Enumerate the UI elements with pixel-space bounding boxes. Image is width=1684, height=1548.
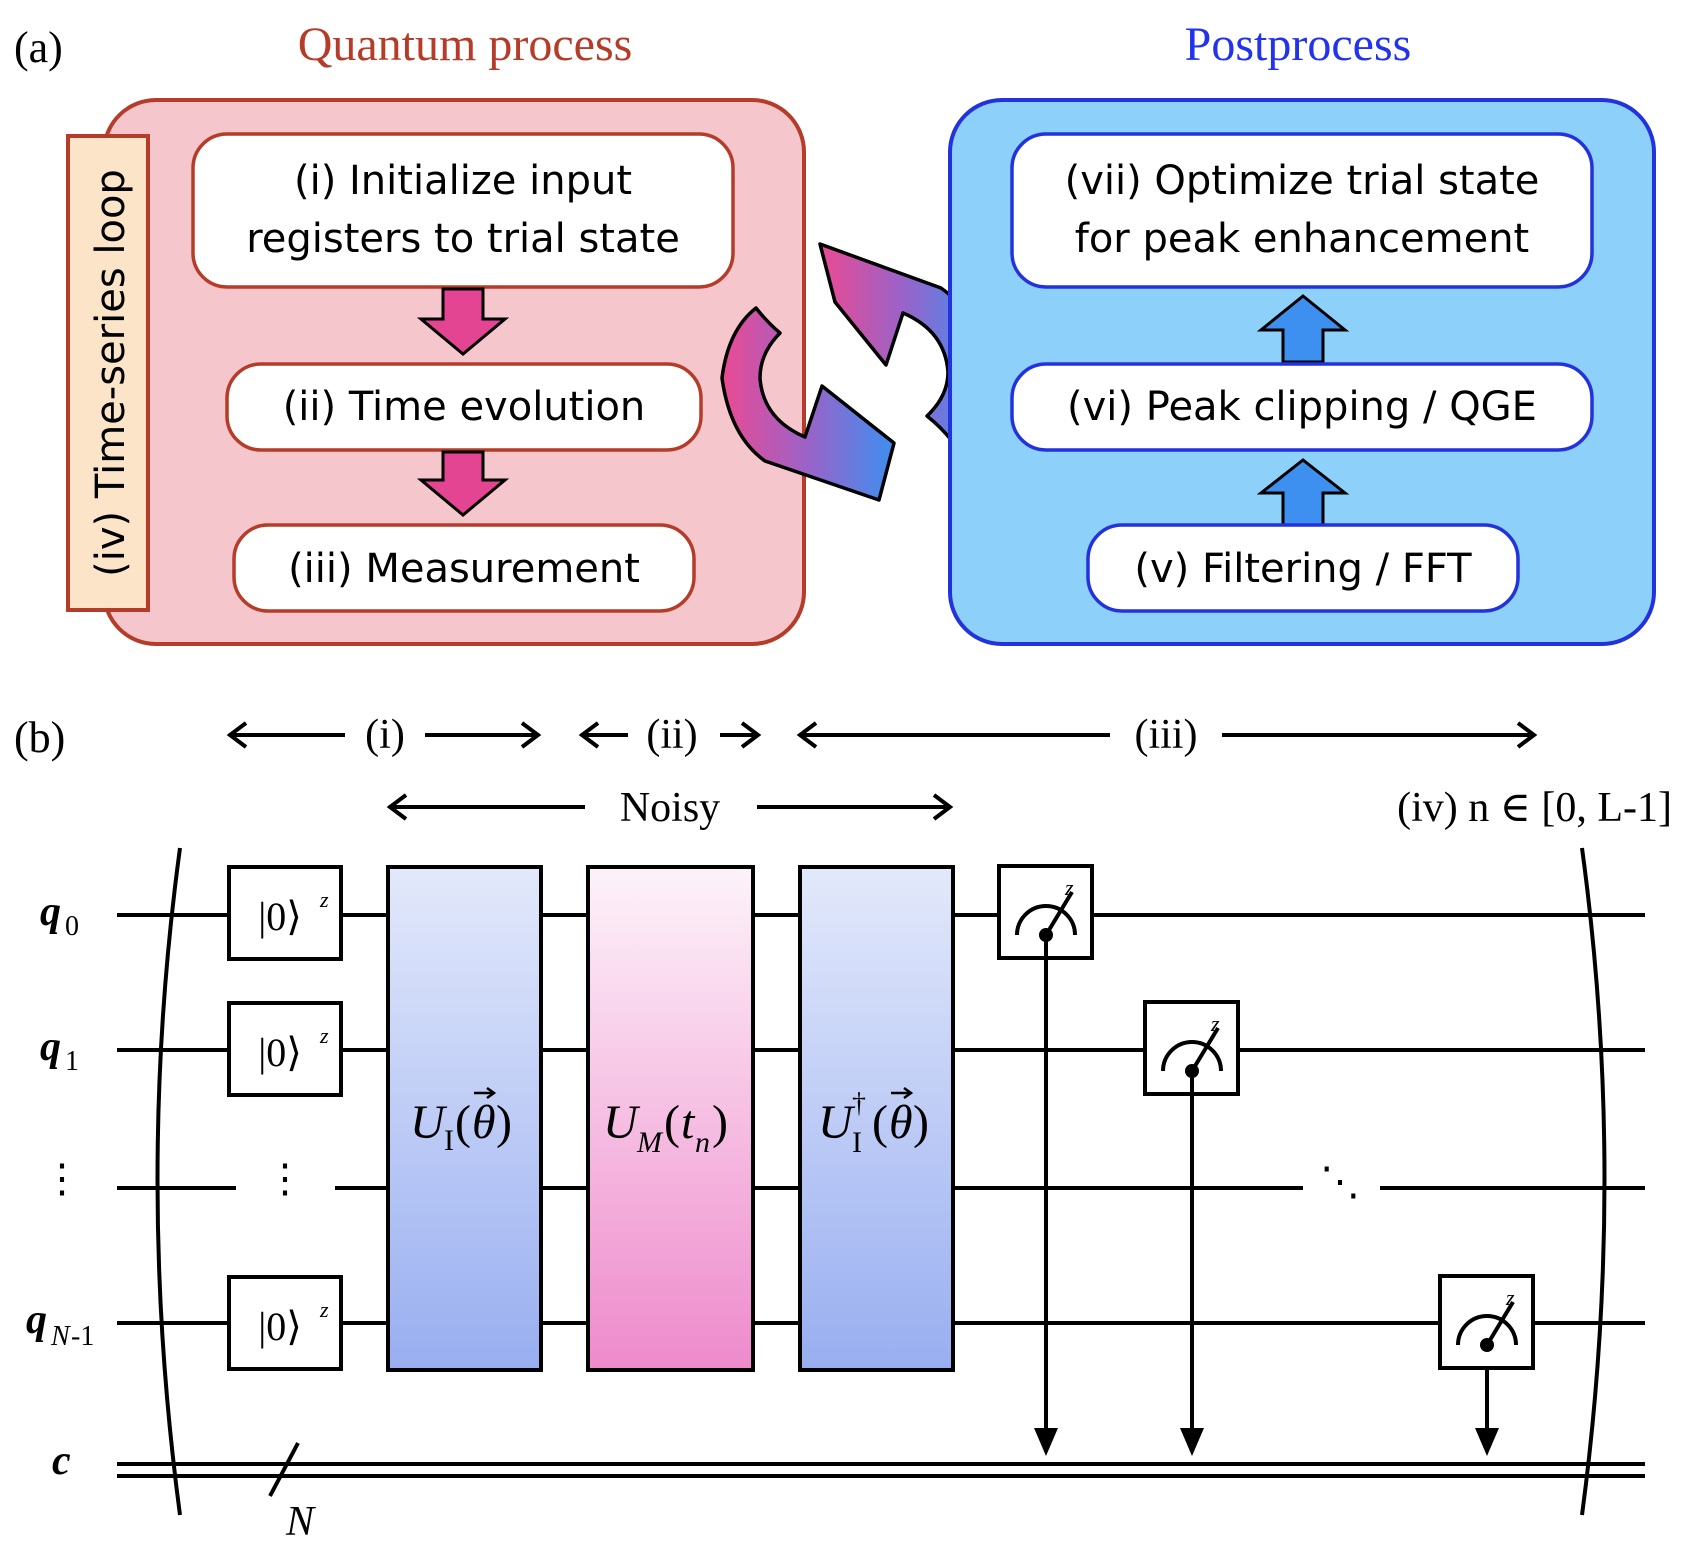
- panel-a-label: (a): [14, 23, 63, 72]
- gate-um-label: U M ( t n ): [603, 1096, 728, 1159]
- span-noisy-label: Noisy: [620, 785, 720, 831]
- step-optimize-box: [1010, 132, 1594, 289]
- span-iii-label: (iii): [1135, 712, 1198, 758]
- qubit-label-vdots: ⋮: [42, 1156, 82, 1201]
- svg-text:N: N: [50, 1321, 71, 1352]
- span-i-label: (i): [365, 712, 405, 758]
- qubit-label-q0: q 0: [40, 889, 79, 942]
- svg-text:q: q: [40, 1024, 61, 1070]
- readout-arrow-q1: [1180, 1071, 1204, 1456]
- register-width-label: N: [285, 1499, 316, 1545]
- svg-text:†: †: [852, 1088, 866, 1119]
- svg-text:θ: θ: [472, 1096, 496, 1149]
- svg-text:U: U: [603, 1096, 641, 1149]
- loop-range-label: (iv) n ∈ [0, L-1]: [1397, 785, 1672, 831]
- step-peak-clipping-label: (vi) Peak clipping / QGE: [1067, 384, 1537, 430]
- svg-text:z: z: [1505, 1285, 1515, 1310]
- readout-arrow-q0: [1034, 935, 1058, 1456]
- loop-bracket-right: [1580, 847, 1607, 1516]
- svg-text:n: n: [695, 1126, 710, 1159]
- gate-um: [586, 865, 755, 1372]
- step-optimize-line2: for peak enhancement: [1075, 216, 1530, 262]
- classical-wire: [117, 1462, 1645, 1478]
- measure-ddots: ⋱: [1320, 1159, 1360, 1204]
- svg-text:z: z: [1210, 1011, 1220, 1036]
- svg-text:z: z: [319, 1297, 329, 1322]
- step-filtering-box: [1086, 523, 1520, 613]
- svg-text:I: I: [444, 1124, 454, 1157]
- down-arrow-1: [416, 287, 510, 356]
- svg-text:-1: -1: [71, 1321, 94, 1352]
- svg-text:1: 1: [65, 1046, 79, 1077]
- svg-text:(: (: [455, 1096, 471, 1149]
- gate-ui-dagger: [798, 865, 955, 1372]
- time-series-loop-label: (iv) Time-series loop: [88, 169, 134, 577]
- svg-text:M: M: [636, 1126, 664, 1159]
- postprocess-title: Postprocess: [1185, 18, 1412, 71]
- svg-text:|0⟩: |0⟩: [258, 1304, 302, 1349]
- span-arrow-iii: [796, 721, 1538, 749]
- step-filtering-label: (v) Filtering / FFT: [1134, 546, 1472, 592]
- step-measurement-box: [232, 523, 696, 613]
- qubit-label-qN-1: q N -1: [26, 1297, 94, 1352]
- step-optimize-line1: (vii) Optimize trial state: [1065, 158, 1540, 204]
- init-box-qN-1: |0⟩ z: [227, 1275, 343, 1371]
- init-vdots: ⋮: [265, 1156, 305, 1201]
- step-initialize-line1: (i) Initialize input: [294, 158, 632, 204]
- quantum-process-title: Quantum process: [298, 18, 633, 71]
- register-slash: [268, 1442, 300, 1497]
- span-arrow-i: [226, 721, 542, 749]
- readout-arrow-qN-1: [1475, 1368, 1499, 1456]
- panel-b-label: (b): [14, 713, 65, 762]
- time-series-loop-tab: [66, 134, 150, 612]
- svg-text:t: t: [681, 1096, 696, 1149]
- svg-text:|0⟩: |0⟩: [258, 894, 302, 939]
- measure-icon-qN-1: z: [1438, 1274, 1535, 1370]
- svg-text:I: I: [852, 1126, 862, 1159]
- svg-text:q: q: [26, 1297, 47, 1343]
- step-initialize-box: [191, 132, 735, 289]
- svg-text:): ): [712, 1096, 728, 1149]
- svg-text:): ): [913, 1096, 929, 1149]
- svg-text:(: (: [664, 1096, 680, 1149]
- svg-text:U: U: [818, 1096, 856, 1149]
- svg-text:): ): [496, 1096, 512, 1149]
- step-measurement-label: (iii) Measurement: [288, 546, 640, 592]
- svg-text:z: z: [319, 1023, 329, 1048]
- gate-ui-dagger-label: U † I ( θ ): [818, 1086, 929, 1159]
- up-arrow-1: [1256, 294, 1350, 364]
- step-peak-clipping-box: [1010, 362, 1594, 452]
- span-arrow-ii: [578, 721, 762, 749]
- span-arrow-noisy: [386, 793, 954, 821]
- gate-ui-label: U I ( θ ): [410, 1086, 512, 1157]
- svg-text:U: U: [410, 1096, 448, 1149]
- svg-text:θ: θ: [889, 1096, 913, 1149]
- qubit-label-q1: q 1: [40, 1024, 79, 1077]
- init-box-q0: |0⟩ z: [227, 865, 343, 961]
- classical-register-label: c: [52, 1438, 71, 1484]
- step-initialize-line2: registers to trial state: [246, 216, 680, 262]
- span-ii-label: (ii): [646, 712, 697, 758]
- svg-text:(: (: [872, 1096, 888, 1149]
- down-arrow-2: [416, 450, 510, 517]
- init-box-q1: |0⟩ z: [227, 1001, 343, 1097]
- gate-ui: [386, 865, 543, 1372]
- up-arrow-2: [1256, 458, 1350, 527]
- svg-text:z: z: [319, 887, 329, 912]
- svg-text:0: 0: [65, 911, 79, 942]
- svg-text:|0⟩: |0⟩: [258, 1030, 302, 1075]
- step-time-evolution-box: [225, 362, 703, 452]
- step-time-evolution-label: (ii) Time evolution: [283, 384, 646, 430]
- svg-text:z: z: [1064, 875, 1074, 900]
- svg-text:q: q: [40, 889, 61, 935]
- loop-bracket-left: [155, 847, 182, 1516]
